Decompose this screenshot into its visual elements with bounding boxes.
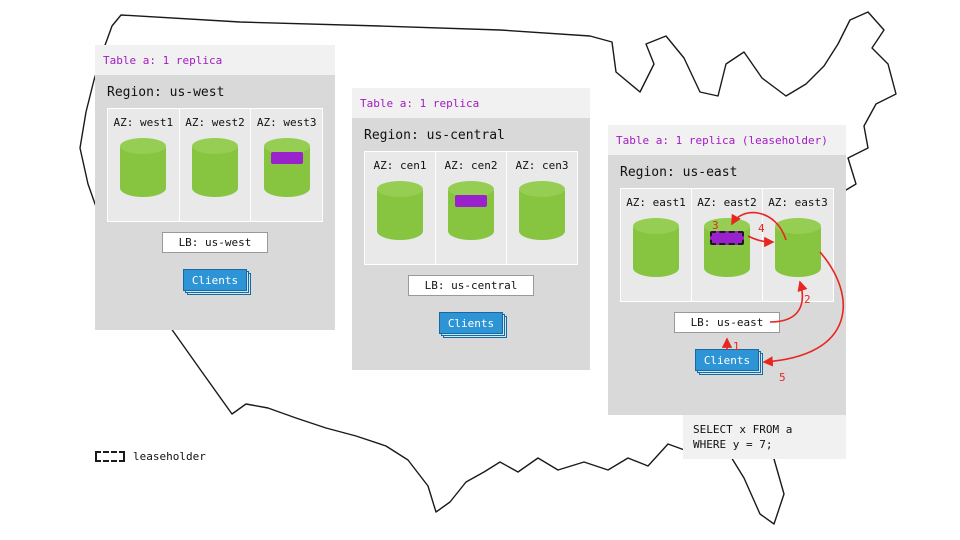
- leaseholder-legend: leaseholder: [95, 450, 206, 463]
- database-node-icon: [633, 218, 679, 277]
- database-node-icon: [120, 138, 167, 197]
- table-replica-header: Table a: 1 replica: [95, 45, 335, 75]
- database-node-icon: [192, 138, 238, 197]
- leaseholder-replica-badge: [710, 231, 744, 245]
- az-cell-cen3: AZ: cen3: [507, 152, 577, 264]
- sql-query-box: SELECT x FROM a WHERE y = 7;: [683, 415, 846, 459]
- replica-badge: [455, 195, 487, 207]
- az-row: AZ: west1 AZ: west2 AZ: west3: [107, 108, 323, 222]
- az-label: AZ: west1: [113, 116, 174, 129]
- az-label: AZ: cen2: [444, 159, 498, 172]
- table-replica-header: Table a: 1 replica: [352, 88, 590, 118]
- replica-badge: [270, 152, 303, 164]
- az-cell-west2: AZ: west2: [179, 109, 251, 221]
- clients-box: Clients: [439, 312, 503, 334]
- table-replica-header-text: Table a: 1 replica: [360, 96, 480, 110]
- table-replica-header-text: Table a: 1 replica: [103, 53, 223, 67]
- az-cell-west3: AZ: west3: [251, 109, 323, 221]
- database-node-icon: [377, 181, 423, 240]
- az-row: AZ: cen1 AZ: cen2 AZ: cen3: [364, 151, 578, 265]
- az-cell-east2: AZ: east2: [692, 189, 762, 301]
- legend-label: leaseholder: [133, 450, 206, 463]
- az-label: AZ: east2: [697, 196, 757, 209]
- table-replica-header-text: Table a: 1 replica (leaseholder): [616, 133, 828, 147]
- az-label: AZ: cen1: [373, 159, 427, 172]
- az-label: AZ: east3: [768, 196, 828, 209]
- az-cell-east3: AZ: east3: [763, 189, 833, 301]
- load-balancer-box: LB: us-central: [407, 275, 535, 296]
- az-row: AZ: east1 AZ: east2 AZ: east3: [620, 188, 834, 302]
- database-node-icon: [263, 138, 310, 197]
- clients-box: Clients: [183, 269, 247, 291]
- load-balancer-box: LB: us-west: [161, 232, 269, 253]
- database-node-icon: [519, 181, 565, 240]
- region-title-us-west: Region: us-west: [107, 85, 225, 100]
- leaseholder-swatch-icon: [95, 451, 125, 462]
- region-panel-us-west: Table a: 1 replica Region: us-west AZ: w…: [95, 45, 335, 330]
- az-cell-east1: AZ: east1: [621, 189, 691, 301]
- az-label: AZ: west2: [185, 116, 245, 129]
- az-cell-west1: AZ: west1: [108, 109, 179, 221]
- sql-line: SELECT x FROM a: [693, 423, 793, 436]
- region-title-us-east: Region: us-east: [620, 165, 738, 180]
- region-title-us-central: Region: us-central: [364, 128, 505, 143]
- database-node-icon: [704, 218, 750, 277]
- database-node-icon: [448, 181, 494, 240]
- sql-line: WHERE y = 7;: [693, 438, 773, 451]
- database-node-icon: [775, 218, 821, 277]
- region-panel-us-central: Table a: 1 replica Region: us-central AZ…: [352, 88, 590, 370]
- az-label: AZ: cen3: [515, 159, 569, 172]
- clients-box: Clients: [695, 349, 759, 371]
- table-replica-header: Table a: 1 replica (leaseholder): [608, 125, 846, 155]
- load-balancer-box: LB: us-east: [673, 312, 781, 333]
- az-label: AZ: east1: [626, 196, 686, 209]
- region-panel-us-east: Table a: 1 replica (leaseholder) Region:…: [608, 125, 846, 415]
- az-label: AZ: west3: [256, 116, 317, 129]
- az-cell-cen2: AZ: cen2: [436, 152, 506, 264]
- az-cell-cen1: AZ: cen1: [365, 152, 435, 264]
